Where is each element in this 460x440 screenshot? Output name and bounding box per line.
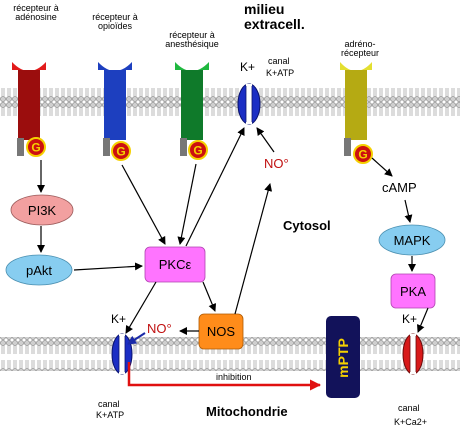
cytosol-label: Cytosol xyxy=(283,218,331,233)
receptor-label-line: adréno- xyxy=(344,39,376,49)
kca-mito-canal: canal xyxy=(398,403,420,413)
receptor-opioid-label: récepteur à opioïdes xyxy=(80,12,150,32)
katp-mito-sub: K+ATP xyxy=(96,410,125,420)
arrow-g3-pkc xyxy=(177,163,197,245)
g-protein-label: G xyxy=(193,144,202,158)
g-protein-label: G xyxy=(116,145,125,159)
mapk-node xyxy=(378,224,446,256)
pkc-label: PKCε xyxy=(158,257,192,272)
receptor-adenosine-label: récepteur à adénosine xyxy=(4,3,68,23)
katp-channel-mito xyxy=(111,333,133,375)
arrow-pkc-nos xyxy=(202,281,217,312)
g-protein-1 xyxy=(26,137,46,157)
camp-label: cAMP xyxy=(382,180,417,195)
receptor-tail xyxy=(17,138,24,156)
receptor-label-line: récepteur à xyxy=(169,30,215,40)
arrow-pkc-katp xyxy=(185,127,245,247)
extracellular-label: milieu extracell. xyxy=(244,2,305,31)
receptor-tail xyxy=(344,138,351,156)
receptor-tail xyxy=(103,138,110,156)
katp-membrane-ion: K+ xyxy=(240,60,256,74)
receptor-label-line: adénosine xyxy=(15,12,57,23)
pka-label: PKA xyxy=(399,283,426,299)
katp-membrane-canal: canal xyxy=(268,56,290,66)
arrow-pkc-mitokatp xyxy=(125,281,157,334)
pka-node xyxy=(390,273,436,309)
extracellular-label-line: extracell. xyxy=(244,15,305,32)
arrow-g4-camp xyxy=(371,157,393,177)
plasma-membrane xyxy=(0,88,460,122)
receptor-adrenergic xyxy=(340,62,372,140)
katp-mito-ion: K+ xyxy=(111,312,127,326)
receptor-label-line: récepteur à xyxy=(13,3,59,13)
receptor-label-line: anesthésique xyxy=(165,39,219,50)
g-protein-label: G xyxy=(358,148,367,162)
receptor-anesthetic xyxy=(175,62,209,140)
pi3k-node xyxy=(10,194,74,226)
no-left-label: NO° xyxy=(147,321,172,336)
mitochondria-label: Mitochondrie xyxy=(206,404,288,419)
arrow-no-mitokatp xyxy=(127,332,146,345)
arrow-nos-no xyxy=(234,183,273,315)
inhibition-label: inhibition xyxy=(216,372,252,382)
g-protein-4 xyxy=(353,144,373,164)
katp-mito-canal: canal xyxy=(98,399,120,409)
receptor-adrenergic-label: adréno- récepteur xyxy=(330,39,390,59)
arrow-pka-kca xyxy=(417,307,429,333)
arrow-g2-pkc xyxy=(121,164,166,245)
receptor-opioid xyxy=(98,62,132,140)
g-protein-3 xyxy=(188,140,208,160)
inhibition-line xyxy=(127,362,321,391)
kca-mito-ion: K+ xyxy=(402,312,418,326)
no-up-label: NO° xyxy=(264,156,289,171)
arrow-pakt-pkc xyxy=(73,262,143,271)
katp-membrane-sub: K+ATP xyxy=(266,68,295,78)
arrow-camp-mapk xyxy=(404,199,413,223)
receptor-label-line: opioïdes xyxy=(97,21,133,32)
g-protein-2 xyxy=(111,141,131,161)
kca-mito-sub: K+Ca2+ xyxy=(394,417,428,427)
nos-label: NOS xyxy=(206,324,236,339)
mptp-label: mPTP xyxy=(335,338,351,378)
receptor-tail xyxy=(180,138,187,156)
receptor-anesthetic-label: récepteur à anesthésique xyxy=(156,30,228,50)
receptor-label-line: récepteur xyxy=(340,48,380,59)
extracellular-label-line: milieu xyxy=(244,1,285,17)
receptor-label-line: récepteur à xyxy=(92,12,138,22)
mptp-box xyxy=(326,316,360,398)
kca-channel-mito xyxy=(402,333,424,375)
pi3k-label: PI3K xyxy=(27,202,57,218)
pakt-label: pAkt xyxy=(25,262,52,278)
mapk-label: MAPK xyxy=(393,232,431,248)
arrow-no-katp xyxy=(256,127,275,153)
katp-channel-membrane xyxy=(237,83,261,125)
g-protein-label: G xyxy=(31,141,40,155)
receptor-adenosine xyxy=(12,62,46,140)
pkc-node xyxy=(144,246,206,283)
pakt-node xyxy=(5,254,73,286)
